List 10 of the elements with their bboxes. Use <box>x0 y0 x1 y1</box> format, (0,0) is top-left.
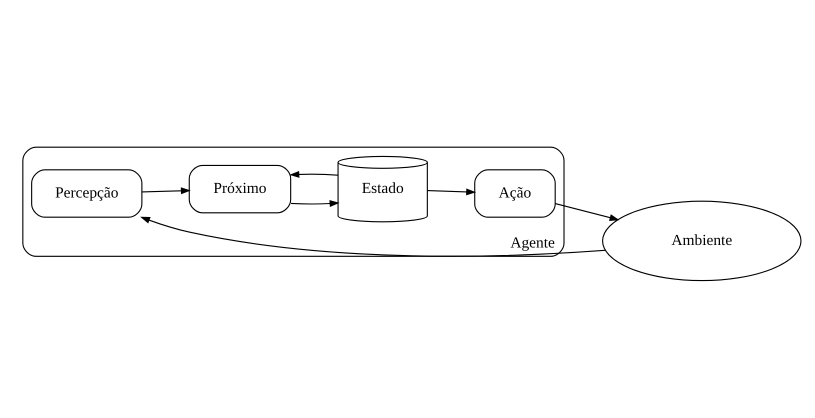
arrow <box>555 202 620 220</box>
node-box: Próximo <box>188 164 292 213</box>
arrow <box>142 186 191 194</box>
arrow <box>289 170 338 178</box>
node-ellipse: Ambiente <box>602 200 802 281</box>
arrow <box>290 200 340 206</box>
arrow <box>140 216 606 256</box>
node-box: Ação <box>474 168 556 218</box>
arrow <box>427 188 476 195</box>
node-box: Percepção <box>31 168 142 218</box>
